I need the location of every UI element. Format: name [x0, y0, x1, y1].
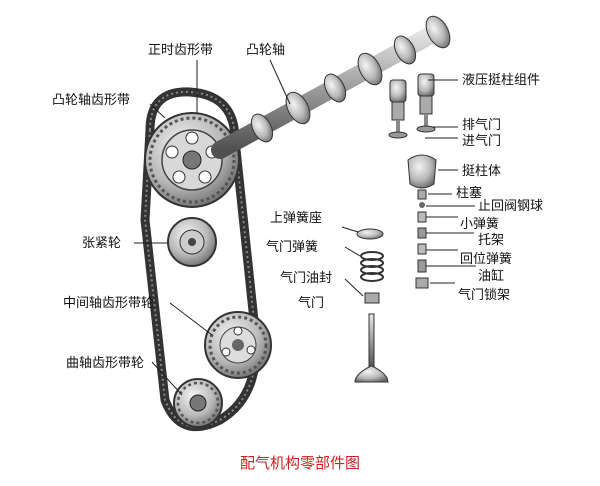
crankshaft-pulley — [173, 378, 223, 428]
label-tensioner: 张紧轮 — [82, 236, 122, 251]
tensioner-pulley — [167, 217, 217, 267]
label-crankshaft-pulley: 曲轴齿形带轮 — [66, 356, 145, 371]
label-camshaft: 凸轮轴 — [246, 43, 286, 58]
label-small-spring: 小弹簧 — [460, 217, 500, 232]
label-hydraulic-tappet-assembly: 液压挺柱组件 — [462, 73, 541, 88]
tappet-valve-assembly — [388, 73, 436, 139]
label-oil-cylinder: 油缸 — [478, 269, 505, 284]
label-bracket: 托架 — [478, 233, 505, 248]
label-valve-lock-bracket: 气门锁架 — [458, 288, 511, 303]
camshaft-pulley — [144, 112, 240, 208]
label-valve-spring: 气门弹簧 — [266, 240, 319, 255]
label-timing-belt: 正时齿形带 — [148, 43, 214, 58]
camshaft — [211, 15, 451, 159]
valve-spring-coils — [360, 251, 384, 282]
label-plunger: 柱塞 — [456, 186, 483, 201]
label-return-spring: 回位弹簧 — [460, 252, 513, 267]
label-intermediate-shaft-pulley: 中间轴齿形带轮 — [63, 296, 155, 311]
leader-lines — [134, 59, 476, 396]
label-tappet-body: 挺柱体 — [462, 164, 502, 179]
label-exhaust-valve: 排气门 — [462, 118, 502, 133]
label-check-valve-ball: 止回阀钢球 — [478, 199, 544, 214]
figure-caption: 配气机构零部件图 — [239, 454, 360, 472]
label-intake-valve: 进气门 — [462, 134, 502, 149]
exploded-valve-parts — [354, 228, 389, 383]
exploded-tappet-parts — [407, 154, 437, 289]
label-valve-oil-seal: 气门油封 — [280, 271, 333, 286]
label-camshaft-pulley: 凸轮轴齿形带 — [52, 93, 131, 108]
label-valve: 气门 — [298, 296, 325, 311]
label-upper-spring-seat: 上弹簧座 — [270, 211, 323, 226]
intermediate-shaft-pulley — [204, 311, 272, 379]
